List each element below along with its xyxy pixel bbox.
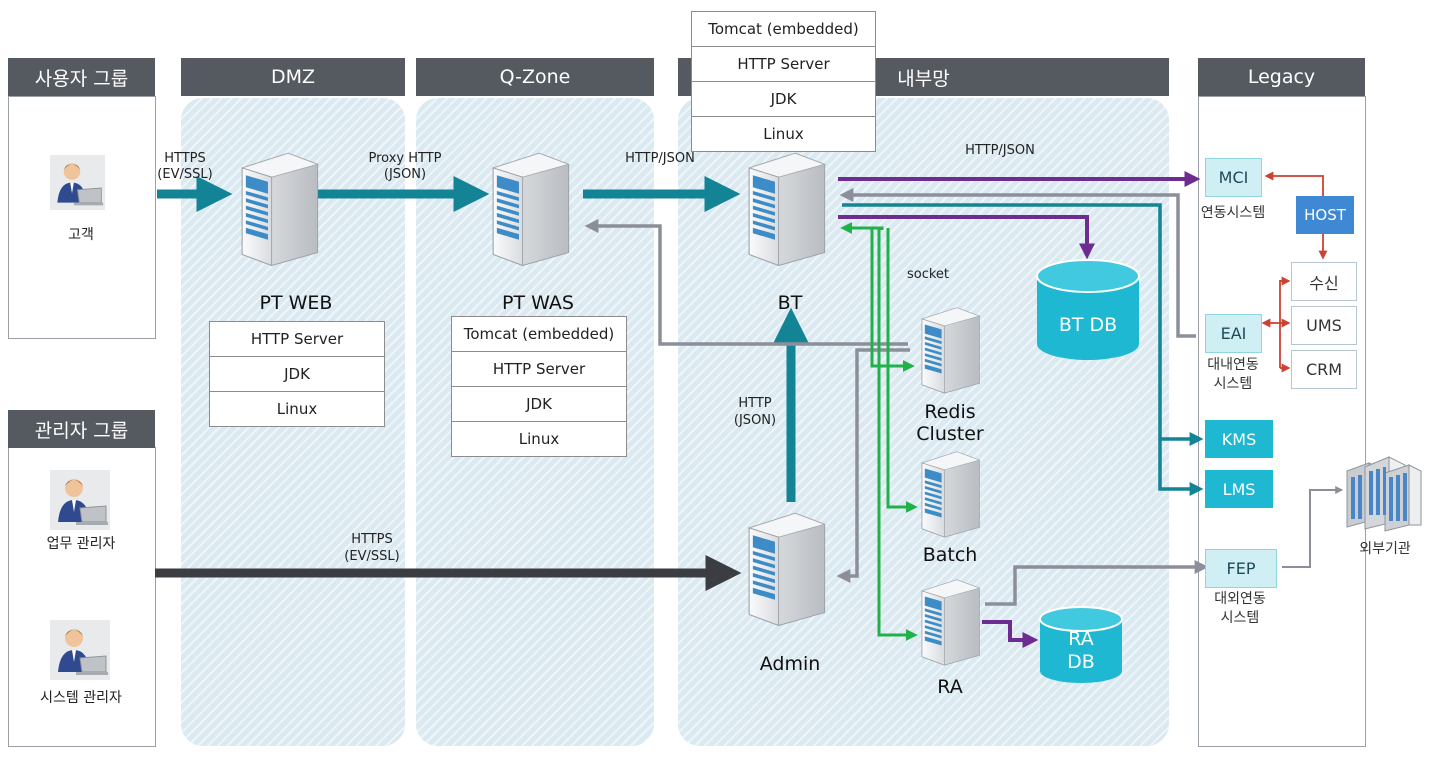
- ums-box: UMS: [1291, 306, 1357, 345]
- ra-server-icon: [915, 575, 985, 667]
- bt-server-icon: [740, 145, 832, 270]
- btdb-label: BT DB: [1058, 314, 1118, 336]
- ra-label: RA: [937, 676, 963, 698]
- top-stack-item: HTTP Server: [692, 47, 875, 82]
- customer-label: 고객: [68, 227, 94, 243]
- httpjson-legacy-label: HTTP/JSON: [965, 143, 1035, 158]
- admin-https-label-1: HTTPS: [351, 532, 393, 547]
- ptweb-label: PT WEB: [259, 292, 333, 314]
- qzone-header: Q-Zone: [416, 58, 654, 96]
- admin-server-icon: [740, 505, 832, 630]
- fep-box: FEP: [1205, 549, 1277, 588]
- socket-label: socket: [906, 267, 950, 282]
- host-box: HOST: [1296, 196, 1354, 234]
- crm-box: CRM: [1291, 350, 1357, 389]
- ptwas-stack-item: Linux: [518, 430, 560, 448]
- arrow-redis-admin: [836, 348, 910, 583]
- lms-box: LMS: [1205, 470, 1273, 508]
- user-group-header: 사용자 그룹: [8, 58, 155, 96]
- http-label-1: HTTP: [738, 396, 772, 411]
- arrow-fep-external: [1282, 486, 1344, 568]
- fep-sub-label-2: 시스템: [1220, 610, 1260, 626]
- eai-box: EAI: [1205, 314, 1262, 353]
- redis-label-2: Cluster: [916, 423, 984, 445]
- ptwas-label: PT WAS: [502, 292, 574, 314]
- external-org-label: 외부기관: [1359, 541, 1411, 557]
- admin-label: Admin: [759, 653, 821, 675]
- customer-icon: [50, 155, 105, 210]
- ptwas-server-icon: [484, 145, 576, 270]
- arrow-bt-lms: [1158, 439, 1204, 496]
- radb-cylinder: [1039, 606, 1123, 683]
- legacy-header: Legacy: [1198, 58, 1365, 96]
- https-label-2: (EV/SSL): [157, 167, 213, 182]
- httpjson-label: HTTP/JSON: [625, 151, 695, 166]
- mci-box: MCI: [1205, 158, 1262, 197]
- http-label-2: (JSON): [733, 413, 777, 428]
- arrow-host-mci: [1264, 171, 1324, 196]
- arrow-bt-kms: [842, 203, 1204, 446]
- eai-sub-label-2: 시스템: [1213, 376, 1253, 392]
- kms-box: KMS: [1205, 420, 1273, 458]
- top-stack-item: Tomcat (embedded): [692, 12, 875, 47]
- admin-group-header: 관리자 그룹: [8, 410, 155, 448]
- ptweb-stack-item: JDK: [210, 357, 384, 392]
- btdb-cylinder: [1036, 259, 1140, 360]
- arrow-ra-fep: [985, 560, 1209, 606]
- ptweb-stack: HTTP Server JDK Linux: [209, 321, 385, 427]
- radb-label-2: DB: [1067, 651, 1095, 673]
- top-stack: Tomcat (embedded) HTTP Server JDK Linux: [691, 11, 876, 152]
- user-group-panel: [8, 96, 156, 339]
- sys-admin-label: 시스템 관리자: [40, 690, 122, 706]
- arrow-bt-btdb: [838, 215, 1095, 260]
- external-org-icon: [1343, 448, 1423, 534]
- biz-admin-icon: [50, 470, 110, 530]
- arrow-socket-redis: [870, 228, 915, 372]
- redis-label-1: Redis: [924, 401, 976, 423]
- ptweb-server-icon: [233, 145, 325, 270]
- proxy-label-1: Proxy HTTP: [368, 151, 442, 166]
- bt-label: BT: [777, 292, 803, 314]
- admin-https-label-2: (EV/SSL): [344, 549, 400, 564]
- recv-box: 수신: [1291, 262, 1357, 301]
- sys-admin-icon: [50, 620, 110, 680]
- proxy-label-2: (JSON): [383, 167, 427, 182]
- arrow-socket-batch: [886, 228, 918, 513]
- top-stack-item: Linux: [763, 125, 804, 143]
- ptwas-stack-item: Tomcat (embedded): [452, 317, 626, 352]
- batch-server-icon: [915, 447, 985, 539]
- arrow-eai-bt: [839, 188, 1196, 338]
- eai-sub-label-1: 대내연동: [1207, 357, 1259, 373]
- redis-server-icon: [915, 303, 985, 395]
- fep-sub-label-1: 대외연동: [1214, 591, 1266, 607]
- radb-label-1: RA: [1068, 628, 1094, 650]
- ptweb-stack-item: Linux: [276, 400, 318, 418]
- ptwas-stack: Tomcat (embedded) HTTP Server JDK Linux: [451, 316, 627, 457]
- ptwas-stack-item: HTTP Server: [452, 352, 626, 387]
- https-label-1: HTTPS: [164, 151, 206, 166]
- arrow-socket-bt: [840, 222, 884, 234]
- arrow-redis-ptwas: [584, 219, 908, 346]
- batch-label: Batch: [922, 544, 978, 566]
- biz-admin-label: 업무 관리자: [46, 536, 116, 552]
- top-stack-item: JDK: [692, 82, 875, 117]
- ptweb-stack-item: HTTP Server: [210, 322, 384, 357]
- dmz-header: DMZ: [181, 58, 405, 96]
- mci-sub-label: 연동시스템: [1200, 205, 1266, 221]
- arrow-ra-radb: [982, 620, 1039, 648]
- arrow-socket-ra: [877, 228, 918, 641]
- ptwas-stack-item: JDK: [452, 387, 626, 422]
